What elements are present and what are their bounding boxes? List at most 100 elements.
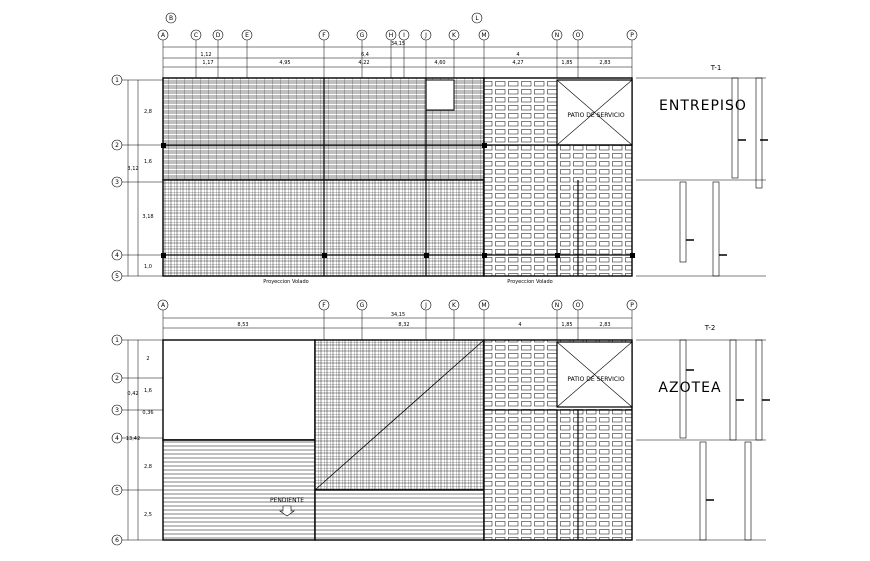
overall-dimension-t1: 34,15 — [391, 41, 405, 47]
axis-bubble-1: 1 — [111, 74, 123, 86]
slope-arrow-icon — [279, 505, 295, 517]
axis-bubble-3: 3 — [111, 176, 123, 188]
section-strips-t1 — [636, 77, 768, 277]
dim-label: 4,27 — [512, 60, 523, 66]
slope-label: PENDIENTE — [270, 497, 304, 504]
axis-bubble-1: 1 — [111, 334, 123, 346]
svg-text:O: O — [576, 32, 581, 39]
level-name-t1: ENTREPISO — [659, 98, 747, 114]
axis-bubble-4: 4 — [111, 432, 123, 444]
sloped-roof-lines-t2 — [162, 439, 316, 541]
pendiente-note-t2: PENDIENTE — [270, 497, 304, 517]
svg-text:N: N — [555, 32, 560, 39]
svg-text:G: G — [360, 302, 365, 309]
axis-bubbles-top-t1: A B C D E F G H I J K L M N O P — [157, 12, 638, 41]
axis-bubble-6: 6 — [111, 534, 123, 546]
axis-bubble-n: N — [551, 299, 563, 311]
open-area-t2 — [162, 339, 316, 441]
dim-label: 2 — [146, 356, 149, 362]
dimension-lines-left-t1 — [122, 79, 163, 277]
svg-text:C: C — [194, 32, 198, 39]
axis-bubble-l: L — [471, 12, 483, 24]
axis-bubble-f: F — [318, 299, 330, 311]
axis-bubble-b: B — [165, 12, 177, 24]
footer-label: Proyeccion Volado — [507, 279, 552, 285]
section-strips-t2 — [636, 339, 770, 541]
svg-text:K: K — [452, 302, 457, 309]
svg-text:J: J — [424, 32, 427, 39]
svg-text:E: E — [245, 32, 249, 39]
axis-bubble-k: K — [448, 299, 460, 311]
axis-bubble-i: I — [398, 29, 410, 41]
dim-label: 4,22 — [358, 60, 369, 66]
beams-t2 — [163, 409, 632, 540]
axis-bubble-p: P — [626, 29, 638, 41]
svg-text:D: D — [216, 32, 221, 39]
svg-text:G: G — [360, 32, 365, 39]
svg-text:A: A — [161, 302, 166, 309]
svg-text:4: 4 — [115, 252, 119, 259]
axis-bubble-2: 2 — [111, 372, 123, 384]
diagonal-brace-t2 — [314, 339, 485, 491]
svg-text:6: 6 — [115, 537, 119, 544]
axis-bubble-k: K — [448, 29, 460, 41]
svg-text:M: M — [481, 302, 486, 309]
axis-bubble-e: E — [241, 29, 253, 41]
svg-text:F: F — [322, 32, 326, 39]
axis-bubble-d: D — [212, 29, 224, 41]
plan-t2: A F G J K M N O P 1 2 3 4 5 6 — [111, 299, 770, 546]
svg-text:2: 2 — [115, 142, 119, 149]
dim-label: 1,6 — [144, 159, 152, 165]
dim-label: 0,42 — [127, 391, 138, 397]
sheet-label-t1: T-1 — [710, 64, 722, 72]
axis-bubble-o: O — [572, 29, 584, 41]
axis-bubble-m: M — [478, 299, 490, 311]
axis-bubble-5: 5 — [111, 270, 123, 282]
plan-t1: A B C D E F G H I J K L M N O P 1 2 3 4 … — [111, 12, 768, 285]
footer-label: Proyeccion Volado — [263, 279, 308, 285]
patio-label-t2: PATIO DE SERVICIO — [567, 376, 625, 383]
axis-bubbles-left-t2: 1 2 3 4 5 6 — [111, 334, 123, 546]
dim-label: 1,12 — [200, 52, 211, 58]
svg-text:K: K — [452, 32, 457, 39]
dim-label: 1,85 — [561, 60, 572, 66]
dim-label: 2,83 — [599, 322, 610, 328]
dimension-lines-left-t2 — [122, 339, 163, 541]
dim-label: 4,95 — [279, 60, 290, 66]
svg-text:H: H — [389, 32, 394, 39]
patio-void-t1: PATIO DE SERVICIO — [556, 79, 633, 146]
columns-t1 — [161, 143, 635, 258]
dim-label: 6,4 — [361, 52, 369, 58]
axis-bubbles-top-t2: A F G J K M N O P — [157, 299, 638, 311]
level-name-t2: AZOTEA — [658, 380, 721, 396]
dim-label: 2,83 — [599, 60, 610, 66]
svg-text:3: 3 — [115, 179, 119, 186]
axis-bubble-j: J — [420, 299, 432, 311]
dim-label: 2,8 — [144, 464, 152, 470]
axis-bubble-o: O — [572, 299, 584, 311]
svg-text:L: L — [475, 15, 479, 22]
dim-label: 2,8 — [144, 109, 152, 115]
dim-label: 1,6 — [144, 388, 152, 394]
dim-label: 8,32 — [398, 322, 409, 328]
dim-label: 3,18 — [142, 214, 153, 220]
axis-bubble-2: 2 — [111, 139, 123, 151]
dim-label: 3,12 — [127, 166, 138, 172]
dim-label: 4 — [516, 52, 519, 58]
dim-label: 1,85 — [561, 322, 572, 328]
svg-text:1: 1 — [115, 77, 119, 84]
axis-bubble-p: P — [626, 299, 638, 311]
svg-text:5: 5 — [115, 273, 119, 280]
axis-bubble-4: 4 — [111, 249, 123, 261]
axis-bubble-g: G — [356, 29, 368, 41]
dim-label: 1,17 — [202, 60, 213, 66]
dim-label: 1,0 — [144, 264, 152, 270]
svg-text:5: 5 — [115, 487, 119, 494]
axis-bubble-a: A — [157, 29, 169, 41]
axis-bubble-f: F — [318, 29, 330, 41]
svg-text:P: P — [630, 32, 634, 39]
axis-bubble-a: A — [157, 299, 169, 311]
dim-label: 13,42 — [126, 436, 140, 442]
svg-text:N: N — [555, 302, 560, 309]
